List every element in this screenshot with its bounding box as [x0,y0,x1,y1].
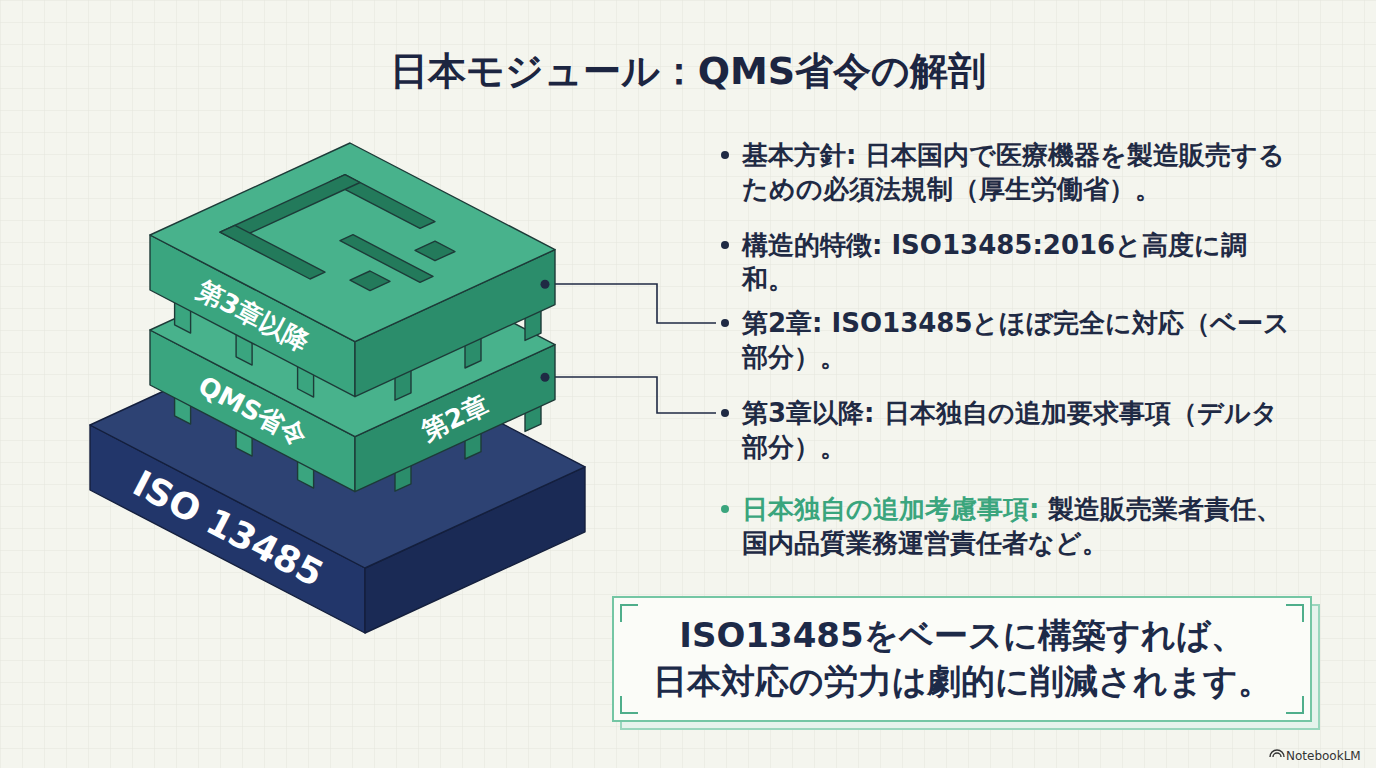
icon-arc [1273,753,1281,757]
bullet-dot [721,151,729,159]
block-face [350,271,390,291]
bullet-text: 基本方針: 日本国内で医療機器を製造販売するための必須法規制（厚生労働省）。 [742,138,1292,206]
corner-bracket [1286,604,1304,622]
corner-bracket [1286,696,1304,714]
bullet-dot [721,505,729,513]
corner-bracket [620,696,638,714]
bullet-text: 構造的特徴: ISO13485:2016と高度に調和。 [742,228,1292,296]
leader-lines [545,284,716,413]
bullet-text: 第2章: ISO13485とほぼ完全に対応（ベース部分）。 [742,306,1292,374]
corner-bracket [620,604,638,622]
leader-line [545,284,716,323]
leader-line [545,377,716,413]
block-face [150,143,555,342]
block-face [90,324,585,568]
icon-arc [1270,750,1284,757]
stacked-block: 第3章以降 [148,141,557,403]
watermark: NotebookLM [1286,749,1366,763]
bullet-holder: 第3章以降: 日本独自の追加要求事項（デルタ部分）。 [742,396,1292,464]
block-face [415,241,455,261]
bullet-dots [721,151,729,513]
watermark-icon [1270,750,1284,757]
summary-text: ISO13485をベースに構築すれば、 日本対応の労力は劇的に削減されます。 [638,613,1286,705]
block-face [150,238,555,437]
bullet-dot [721,241,729,249]
title-holder: 日本モジュール：QMS省令の解剖 [0,46,1376,97]
leader-dot [541,373,550,382]
bullet-holder: 基本方針: 日本国内で医療機器を製造販売するための必須法規制（厚生労働省）。 [742,138,1292,206]
bullet-dot [721,409,729,417]
block-face [340,235,433,283]
leader-dot [541,280,550,289]
summary-box: ISO13485をベースに構築すれば、 日本対応の労力は劇的に削減されます。 [612,596,1312,722]
bullet-key: 日本独自の追加考慮事項: [742,494,1039,524]
bullet-holder: 日本独自の追加考慮事項:製造販売業者責任、国内品質業務運営責任者など。 [742,492,1292,560]
watermark-holder: NotebookLM [1286,749,1366,763]
block-outline [148,141,557,403]
bullet-holder: 第2章: ISO13485とほぼ完全に対応（ベース部分）。 [742,306,1292,374]
bullet-holder: 構造的特徴: ISO13485:2016と高度に調和。 [742,228,1292,296]
block-face [220,225,325,279]
bullet-text: 第3章以降: 日本独自の追加要求事項（デルタ部分）。 [742,396,1292,464]
bullet-dot [721,319,729,327]
title: 日本モジュール：QMS省令の解剖 [0,46,1376,97]
